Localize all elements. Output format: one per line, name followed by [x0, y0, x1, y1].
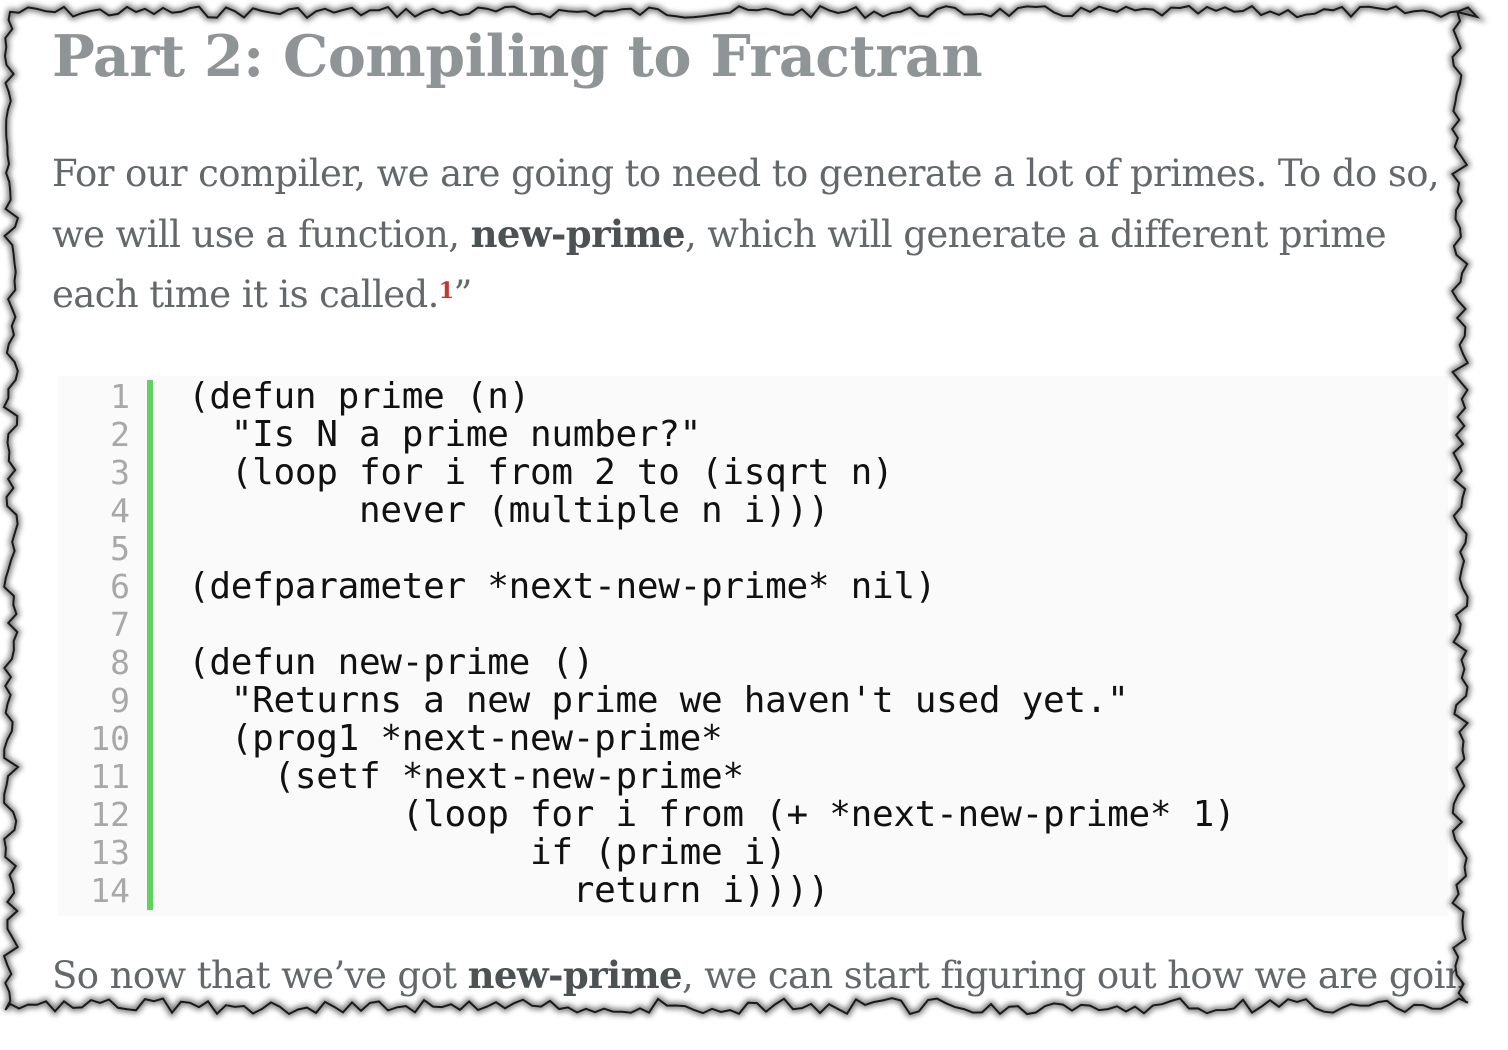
line-number: 10 — [90, 719, 130, 758]
line-number: 9 — [110, 681, 130, 720]
followup-text-after: , we can start figuring out how we are g… — [681, 954, 1492, 997]
line-number: 4 — [110, 491, 130, 530]
code-line — [188, 530, 1235, 568]
function-name-bold: new-prime — [470, 212, 686, 256]
line-number: 1 — [110, 377, 130, 416]
function-name-bold-2: new-prime — [467, 953, 683, 997]
line-number: 8 — [110, 643, 130, 682]
line-number: 6 — [110, 567, 130, 606]
intro-paragraph: For our compiler, we are going to need t… — [52, 144, 1452, 325]
line-number: 7 — [110, 605, 130, 644]
line-number: 3 — [110, 453, 130, 492]
footnote-link[interactable]: 1 — [438, 278, 454, 304]
code-line: (setf *next-new-prime* — [188, 756, 744, 797]
line-number: 11 — [90, 757, 130, 796]
line-number: 2 — [110, 415, 130, 454]
code-listing: (defun prime (n) "Is N a prime number?" … — [188, 376, 1236, 911]
code-line: (defun new-prime () — [188, 642, 595, 683]
code-line: (loop for i from 2 to (isqrt n) — [188, 452, 894, 493]
code-line — [188, 606, 1235, 644]
code-line: "Is N a prime number?" — [188, 414, 702, 455]
section-heading: Part 2: Compiling to Fractran — [52, 23, 983, 90]
code-line: return i)))) — [188, 870, 830, 911]
code-line: if (prime i) — [188, 832, 787, 873]
code-line: (loop for i from (+ *next-new-prime* 1) — [188, 794, 1236, 835]
code-accent-bar — [147, 380, 153, 910]
line-number: 5 — [110, 529, 130, 568]
code-line: never (multiple n i))) — [188, 490, 830, 531]
code-line: (defparameter *next-new-prime* nil) — [188, 566, 937, 607]
code-line: (defun prime (n) — [188, 376, 530, 417]
line-number: 13 — [90, 833, 130, 872]
followup-paragraph: So now that we’ve got new-prime, we can … — [52, 945, 1492, 1006]
line-number: 12 — [90, 795, 130, 834]
code-line: "Returns a new prime we haven't used yet… — [188, 680, 1129, 721]
code-line: (prog1 *next-new-prime* — [188, 718, 723, 759]
line-number: 14 — [90, 871, 130, 910]
followup-text-before: So now that we’ve got — [52, 954, 468, 997]
closing-quote: ” — [453, 273, 472, 316]
